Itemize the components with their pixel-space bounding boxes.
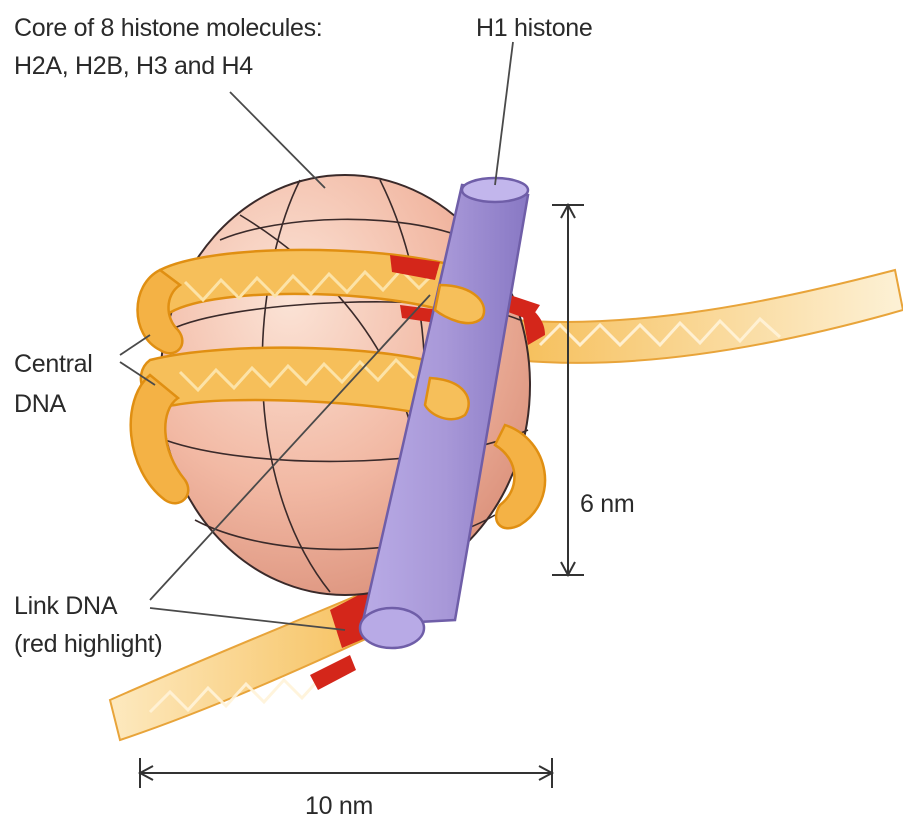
central-dna-label-line1: Central [14,348,93,380]
link-dna-label-line1: Link DNA [14,590,117,622]
right-dna-tail [515,270,903,363]
ten-nm-label: 10 nm [305,790,373,822]
h1-histone-label: H1 histone [476,12,593,44]
core-label-line1: Core of 8 histone molecules: [14,12,322,44]
left-dna-tail [110,588,385,740]
ten-nm-dimension [140,758,552,788]
core-label-line2: H2A, H2B, H3 and H4 [14,50,253,82]
six-nm-label: 6 nm [580,488,634,520]
central-dna-label-line2: DNA [14,388,66,420]
link-dna-label-line2: (red highlight) [14,628,162,660]
